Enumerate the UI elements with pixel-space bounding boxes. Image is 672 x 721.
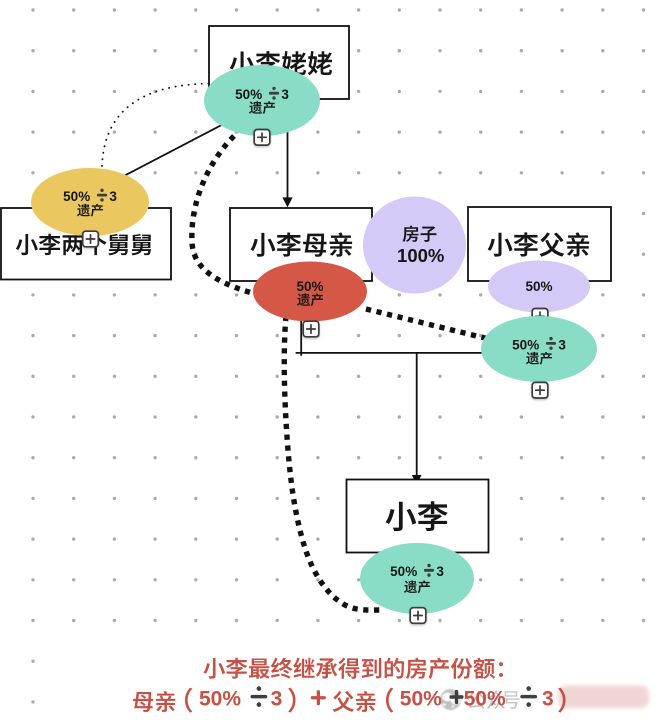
svg-text:3: 3 [436, 564, 444, 579]
svg-text:50%: 50% [512, 337, 539, 352]
svg-text:50%: 50% [235, 87, 262, 102]
svg-text:50%: 50% [525, 279, 552, 294]
svg-text:3: 3 [558, 337, 566, 352]
svg-text:3: 3 [542, 687, 554, 710]
svg-text:50%: 50% [390, 564, 417, 579]
svg-text:50%: 50% [63, 189, 90, 204]
svg-text:3: 3 [109, 189, 117, 204]
svg-text:3: 3 [281, 87, 289, 102]
svg-text:50%: 50% [400, 687, 442, 710]
svg-text:50%: 50% [199, 687, 241, 710]
svg-text:3: 3 [271, 687, 283, 710]
svg-text:100%: 100% [397, 245, 444, 266]
svg-text:50%: 50% [296, 279, 323, 294]
svg-text:50%: 50% [464, 687, 506, 710]
